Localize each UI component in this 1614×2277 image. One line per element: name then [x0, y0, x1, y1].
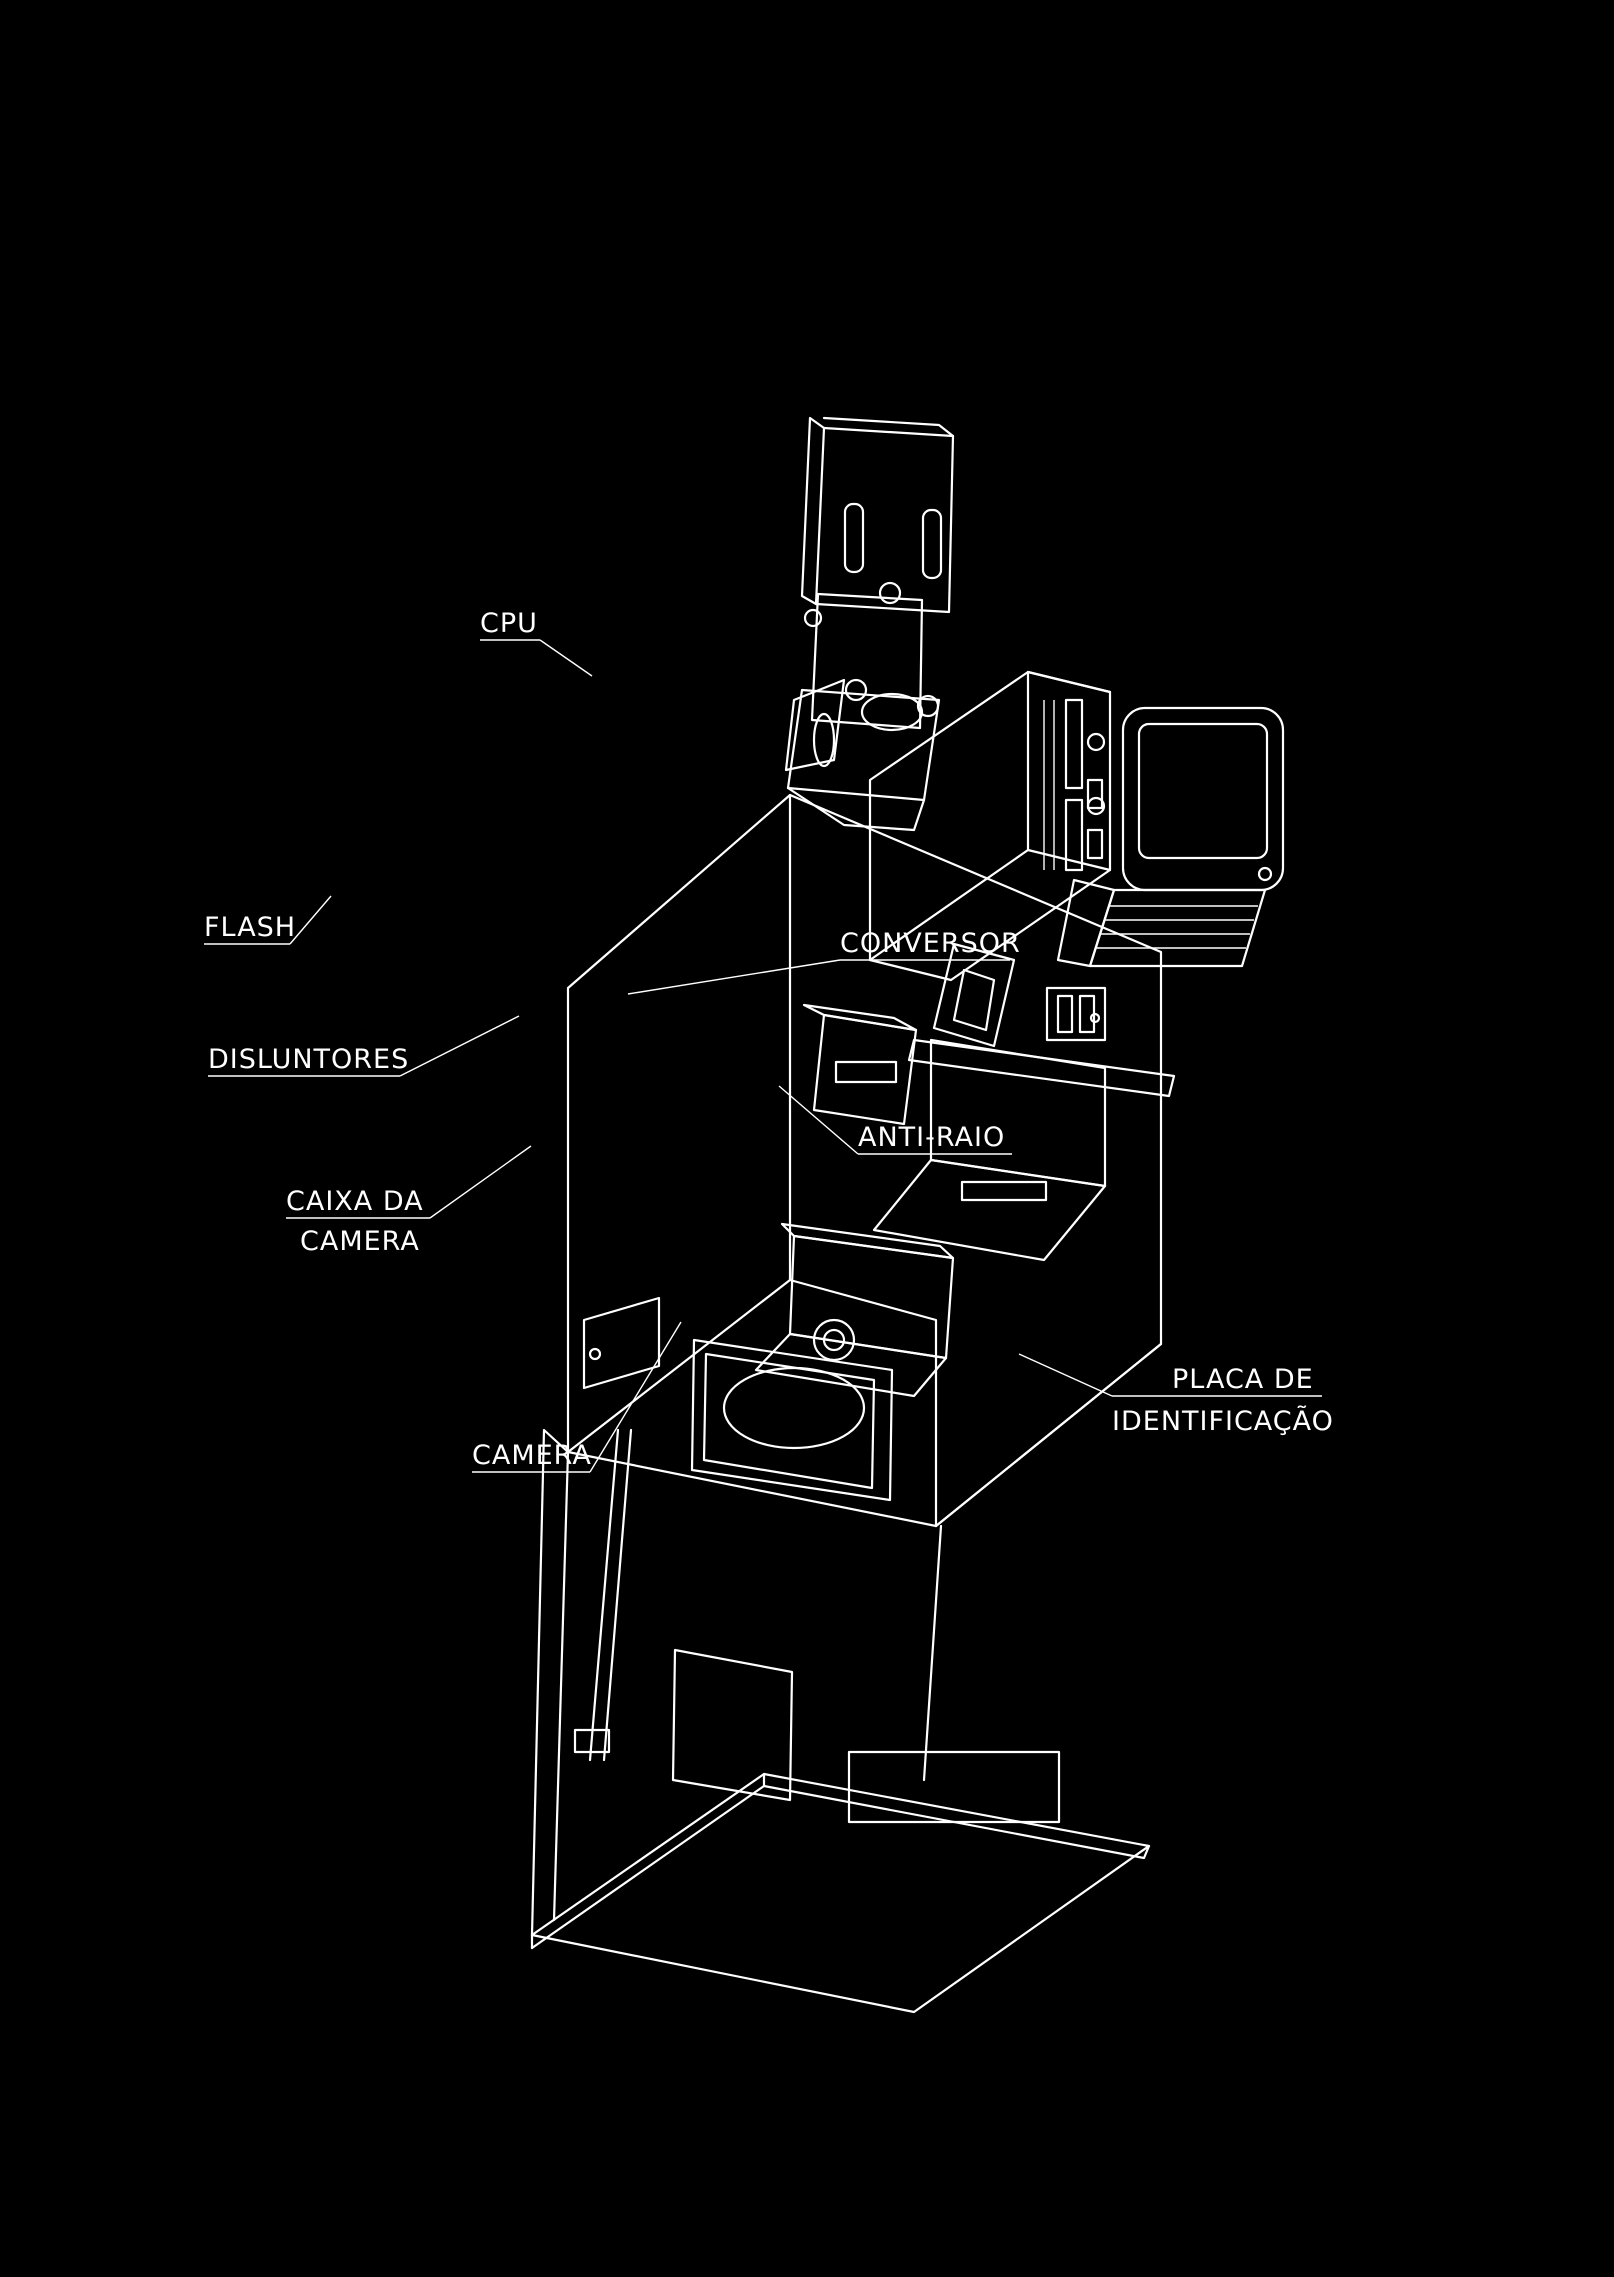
flash-unit [1056, 706, 1285, 968]
converter [932, 942, 1016, 1048]
label-anti-raio: ANTI-RAIO [858, 1122, 1005, 1153]
lower-column [530, 1428, 1061, 1937]
leaders [204, 639, 1322, 1473]
leader-camera [472, 1321, 682, 1473]
breakers [1045, 986, 1107, 1042]
leader-flash [204, 895, 332, 945]
bottom-tray [530, 1772, 1151, 2014]
anti-raio-module [802, 1003, 918, 1126]
label-camera: CAMERA [472, 1440, 592, 1471]
label-caixa-da: CAIXA DA [286, 1186, 424, 1217]
mounting-bracket [800, 416, 955, 730]
label-identificacao: IDENTIFICAÇÃO [1112, 1405, 1334, 1437]
camera-window [690, 1338, 894, 1502]
leader-conversor [627, 959, 1010, 995]
cpu-connectors [1043, 698, 1106, 872]
mirrored-drawing [530, 416, 1285, 2014]
leader-anti-raio [778, 1085, 1012, 1155]
leader-disjuntores [208, 1015, 520, 1077]
label-placa-de: PLACA DE [1172, 1364, 1314, 1395]
label-conversor: CONVERSOR [840, 928, 1021, 959]
label-disjuntores: DISLUNTORES [208, 1044, 409, 1075]
leader-cpu [480, 639, 593, 677]
camera [754, 1222, 955, 1398]
camera-housing-box [872, 1038, 1107, 1262]
leader-caixa-camera [286, 1145, 532, 1219]
label-cpu: CPU [480, 608, 538, 639]
label-caixa-camera: CAMERA [300, 1226, 420, 1257]
identification-plate [582, 1296, 661, 1390]
label-flash: FLASH [204, 912, 296, 943]
leader-placa [1018, 1353, 1322, 1397]
labels: CPU FLASH DISLUNTORES CAIXA DA CAMERA CA… [204, 608, 1334, 1471]
